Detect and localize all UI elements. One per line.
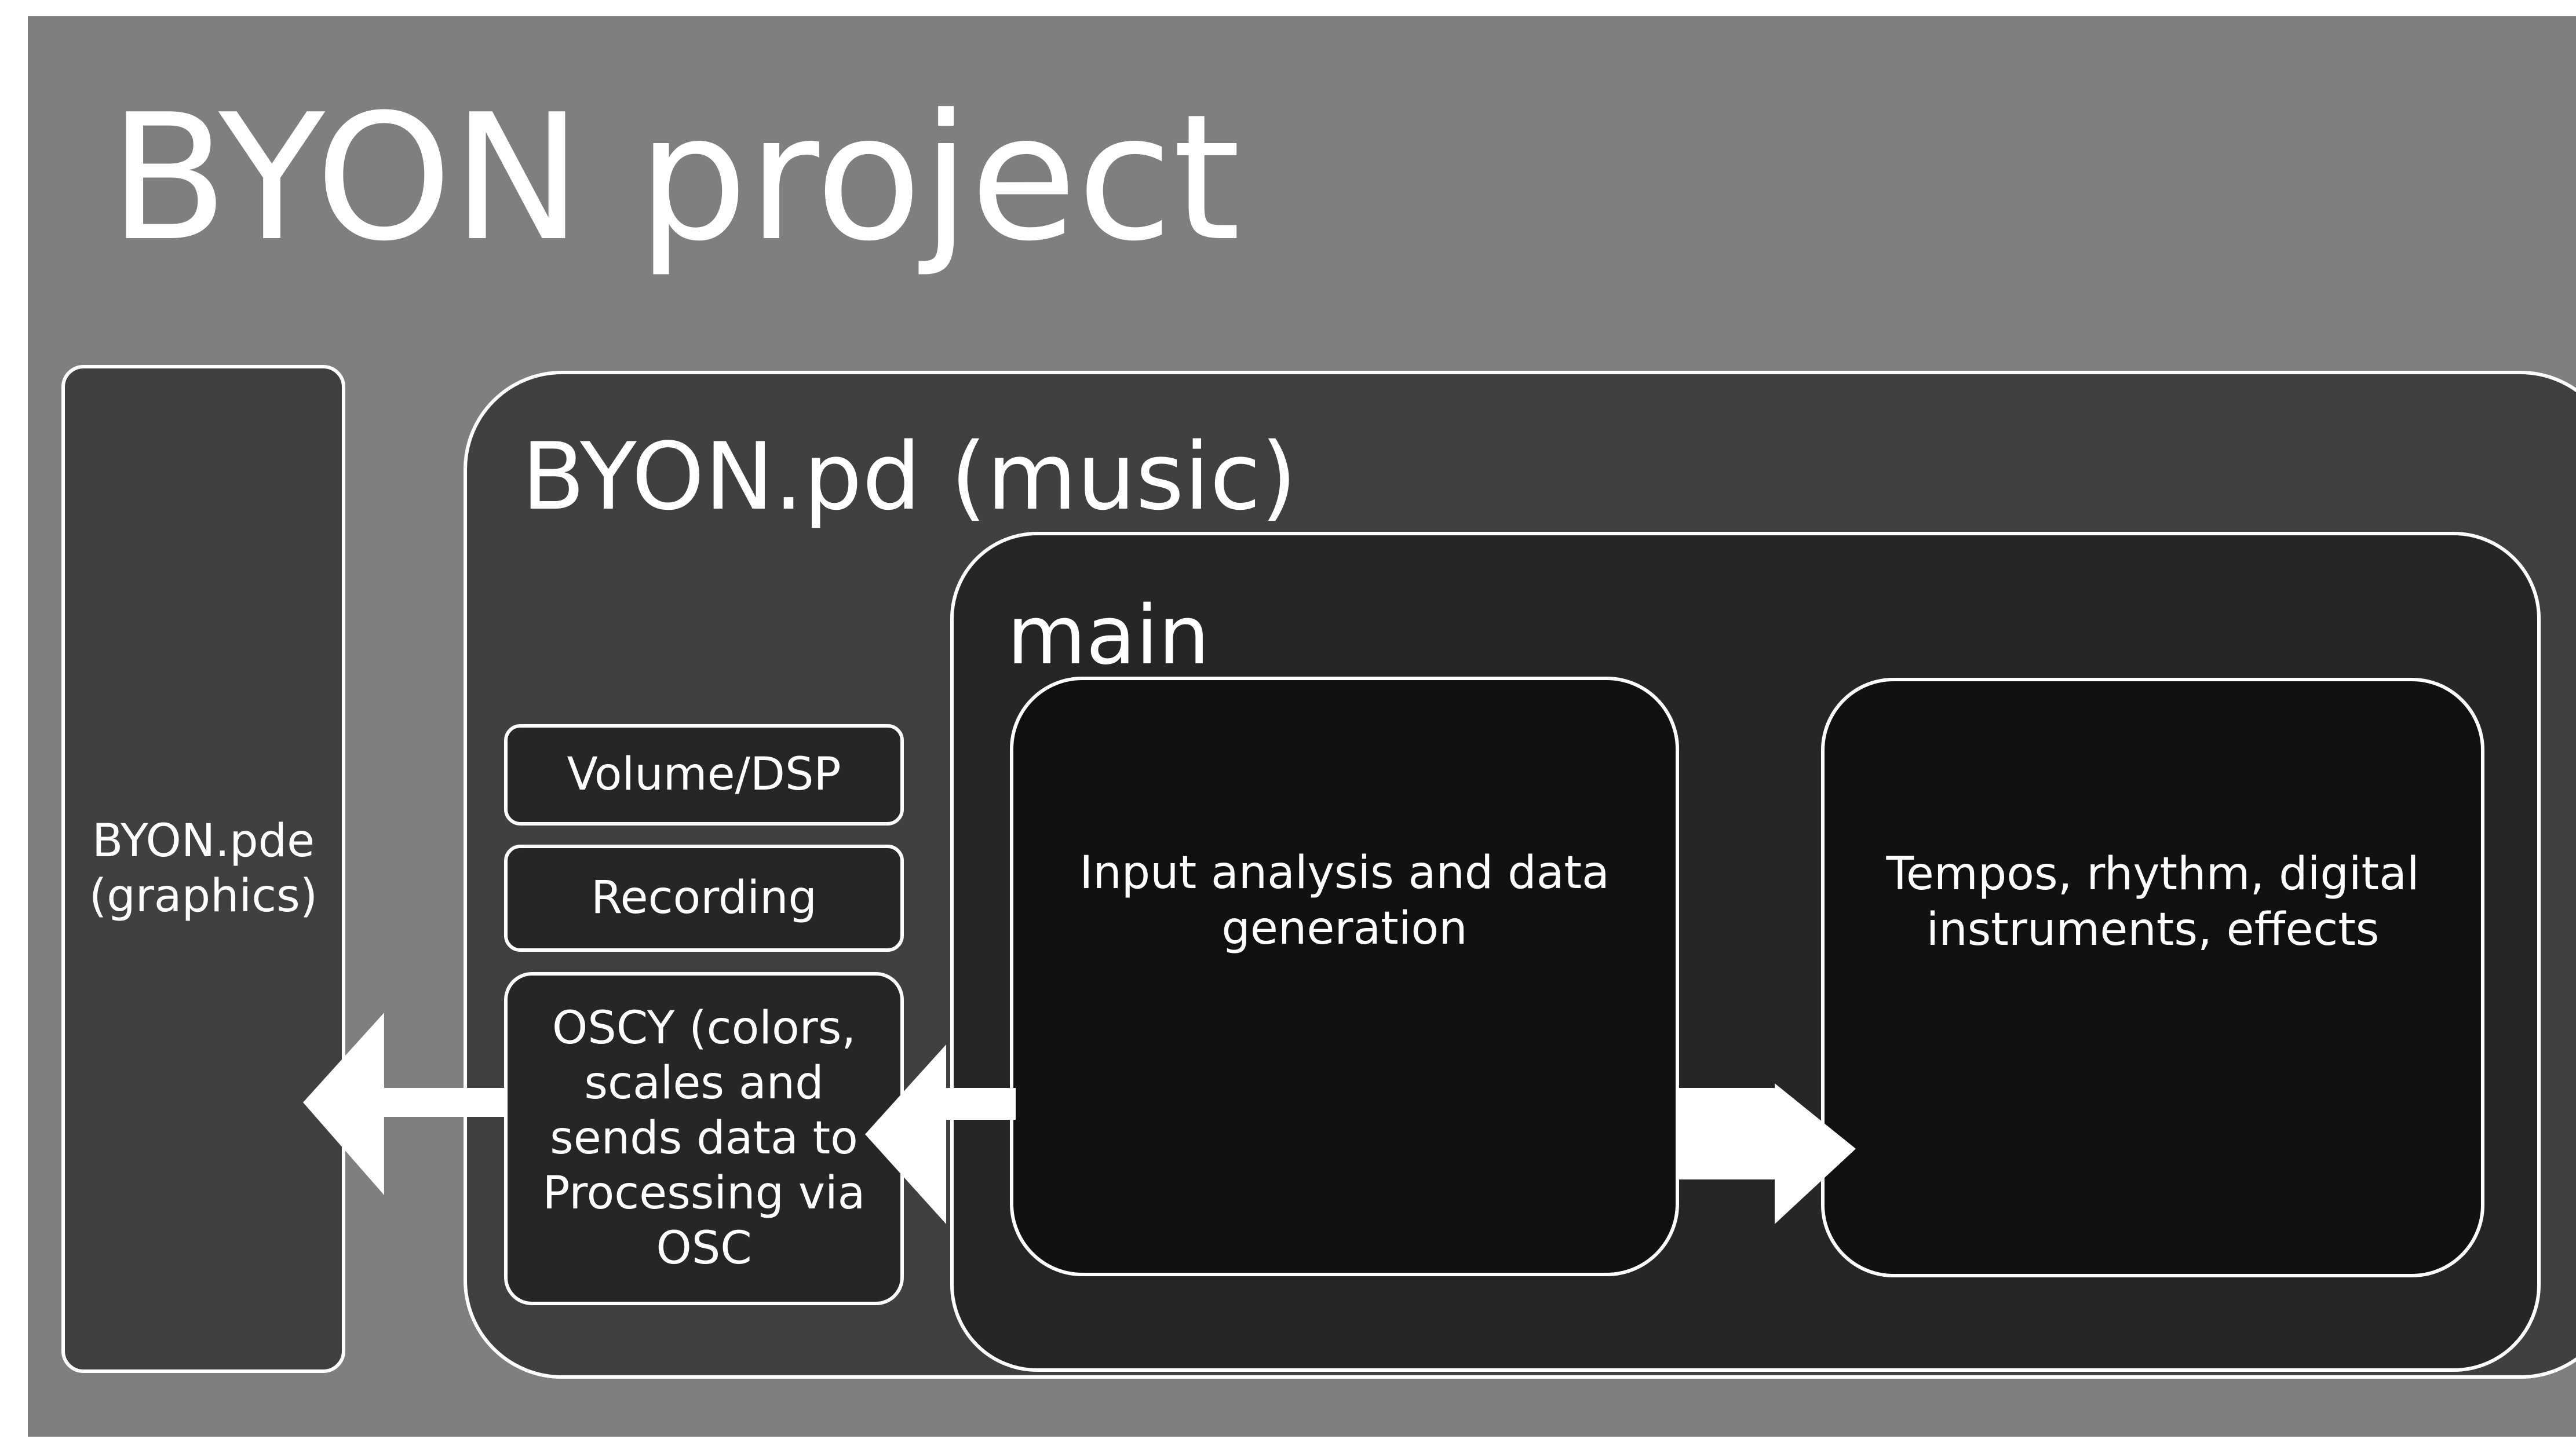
input-analysis-label: Input analysis and data generation (1079, 847, 1610, 955)
arrow-input-to-oscy (865, 1044, 1016, 1224)
byon-pde-label: BYON.pde (graphics) (89, 815, 318, 922)
volume-dsp-box: Volume/DSP (504, 724, 904, 826)
oscy-box: OSCY (colors, scales and sends data to P… (504, 972, 904, 1305)
tempos-label: Tempos, rhythm, digital instruments, eff… (1886, 848, 2420, 956)
volume-dsp-label: Volume/DSP (567, 748, 841, 801)
page-title: BYON project (109, 77, 1241, 279)
recording-label: Recording (590, 871, 818, 924)
main-title: main (1007, 589, 1210, 683)
byon-pde-box: BYON.pde (graphics) (61, 365, 345, 1373)
byon-pd-title: BYON.pd (music) (521, 422, 1297, 531)
arrow-oscy-to-pde (303, 1013, 504, 1195)
diagram-slide: BYON project BYON.pde (graphics) BYON.pd… (28, 16, 2576, 1437)
tempos-box: Tempos, rhythm, digital instruments, eff… (1821, 678, 2484, 1277)
input-analysis-box: Input analysis and data generation (1010, 677, 1679, 1276)
arrows-layer (303, 1013, 1856, 1224)
oscy-label: OSCY (colors, scales and sends data to P… (542, 1002, 866, 1275)
arrow-input-to-tempos (1679, 1083, 1856, 1224)
recording-box: Recording (504, 845, 904, 952)
